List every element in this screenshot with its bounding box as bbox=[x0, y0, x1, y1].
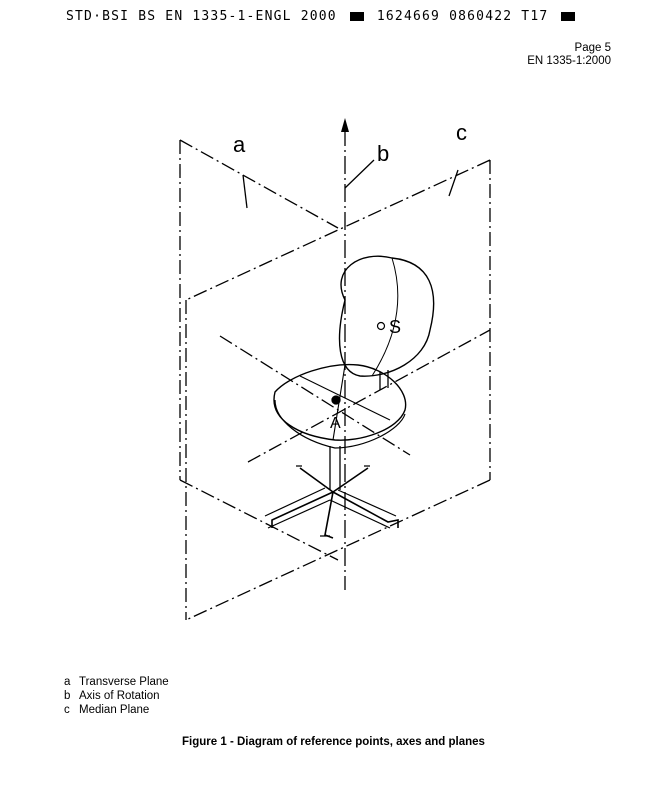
leader-b bbox=[344, 159, 375, 189]
chair-backrest bbox=[338, 255, 435, 377]
figure-legend: a Transverse Plane b Axis of Rotation c … bbox=[64, 675, 169, 717]
chair-seat bbox=[273, 363, 407, 441]
legend-text: Axis of Rotation bbox=[79, 690, 160, 702]
backrest-seam bbox=[371, 257, 399, 377]
chair-base-outline bbox=[264, 465, 397, 537]
legend-item: a Transverse Plane bbox=[64, 675, 169, 689]
chair-base bbox=[271, 467, 399, 539]
legend-key: b bbox=[64, 690, 71, 702]
legend-item: c Median Plane bbox=[64, 703, 169, 717]
point-s-marker bbox=[376, 321, 386, 331]
transverse-plane bbox=[179, 139, 339, 561]
median-plane bbox=[185, 159, 491, 621]
chair-column bbox=[329, 446, 341, 490]
legend-key: c bbox=[64, 704, 70, 716]
label-b: b bbox=[377, 141, 389, 166]
legend-key: a bbox=[64, 676, 71, 688]
backrest-stem bbox=[379, 370, 389, 390]
label-point-a: A bbox=[330, 415, 341, 432]
legend-text: Median Plane bbox=[79, 704, 150, 716]
leader-a bbox=[242, 174, 248, 209]
figure-caption: Figure 1 - Diagram of reference points, … bbox=[182, 736, 485, 748]
seat-underside bbox=[274, 399, 406, 449]
axis-arrowhead bbox=[341, 118, 349, 132]
document-stamp: STD·BSI BS EN 1335-1-ENGL 2000 1624669 0… bbox=[66, 9, 579, 24]
page-number: Page 5 bbox=[574, 42, 611, 54]
seat-center-point bbox=[331, 395, 341, 405]
label-a: a bbox=[233, 132, 246, 157]
legend-item: b Axis of Rotation bbox=[64, 689, 169, 703]
leader-c bbox=[448, 169, 459, 197]
page-header: Page 5 EN 1335-1:2000 bbox=[527, 42, 611, 68]
stamp-text: STD·BSI BS EN 1335-1-ENGL 2000 bbox=[66, 9, 337, 24]
document-id: EN 1335-1:2000 bbox=[527, 55, 611, 67]
stamp-block-2 bbox=[561, 12, 576, 21]
stamp-block-1 bbox=[349, 12, 364, 21]
label-c: c bbox=[456, 120, 467, 145]
horizontal-plane bbox=[185, 300, 491, 620]
label-point-s: S bbox=[389, 317, 401, 337]
legend-text: Transverse Plane bbox=[79, 676, 169, 688]
stamp-number: 1624669 0860422 T17 bbox=[376, 9, 549, 24]
